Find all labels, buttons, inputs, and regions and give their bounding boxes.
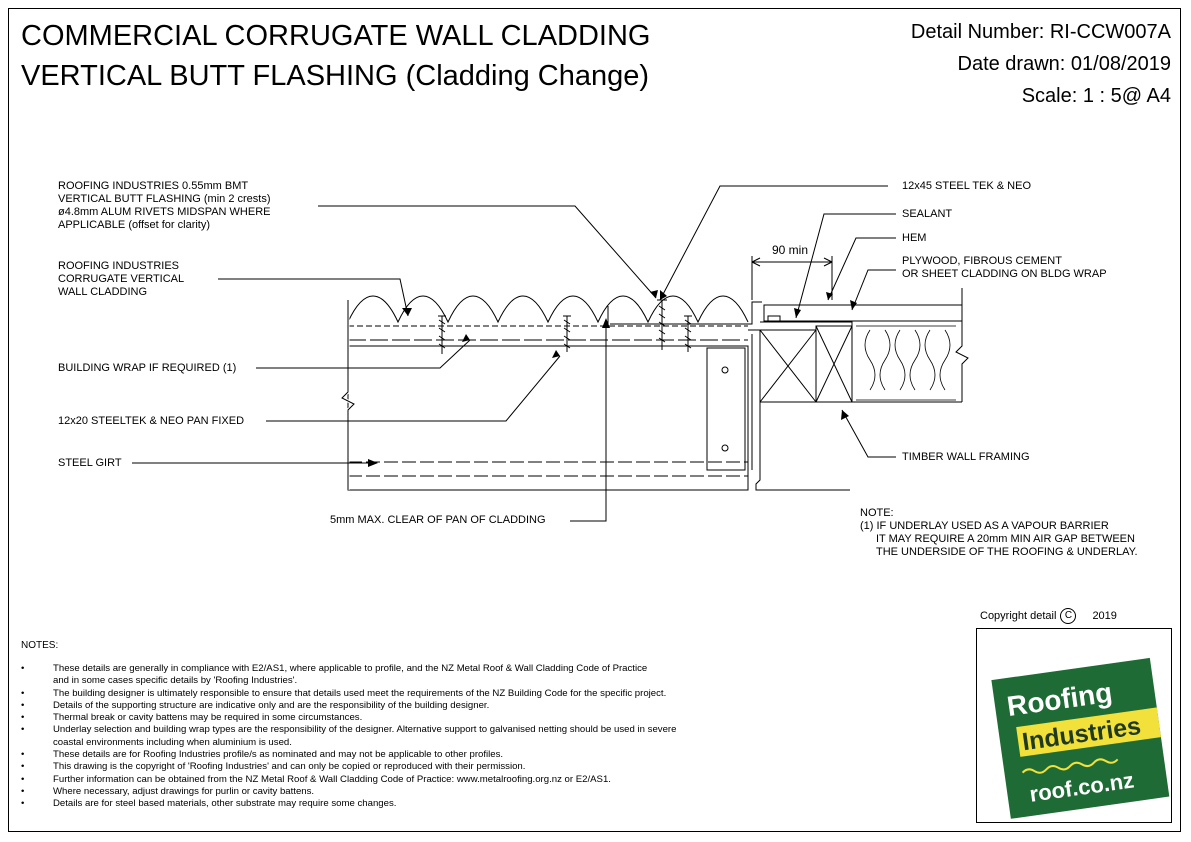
label-dimension: 90 min <box>772 243 809 257</box>
copyright: Copyright detail C 2019 <box>980 608 1117 624</box>
label-plywood: PLYWOOD, FIBROUS CEMENT OR SHEET CLADDIN… <box>902 255 1107 280</box>
note-item: •These details are generally in complian… <box>21 663 648 674</box>
logo-box: Roofing Industries roof.co.nz <box>976 628 1172 823</box>
note-item: and in some cases specific details by 'R… <box>21 675 676 687</box>
note-bullet <box>21 675 53 687</box>
side-note: NOTE: (1) IF UNDERLAY USED AS A VAPOUR B… <box>860 507 1138 558</box>
bracket-plate <box>706 347 746 471</box>
title-line-1: COMMERCIAL CORRUGATE WALL CLADDING <box>21 20 651 52</box>
dimension-90-min <box>751 256 833 300</box>
note-bullet: • <box>21 773 25 785</box>
note-bullet: • <box>21 798 25 810</box>
date-drawn: Date drawn: 01/08/2019 <box>957 53 1172 75</box>
title-line-2: VERTICAL BUTT FLASHING (Cladding Change) <box>21 60 650 92</box>
note-bullet: • <box>21 724 25 736</box>
label-clearance: 5mm MAX. CLEAR OF PAN OF CLADDING <box>330 514 546 526</box>
insulation <box>856 325 956 401</box>
note-item: coastal environments including when alum… <box>21 737 676 749</box>
note-item: •Details are for steel based materials, … <box>21 798 397 810</box>
label-steel-girt: STEEL GIRT <box>58 457 122 469</box>
note-item: •Underlay selection and building wrap ty… <box>21 724 677 736</box>
drawing-frame <box>8 8 1181 832</box>
pan-fixed-screws <box>438 299 692 354</box>
note-bullet <box>21 737 53 749</box>
notes-heading: NOTES: <box>21 640 59 651</box>
note-item: •This drawing is the copyright of 'Roofi… <box>21 761 526 773</box>
label-flashing: ROOFING INDUSTRIES 0.55mm BMT VERTICAL B… <box>58 180 271 231</box>
note-bullet: • <box>21 687 25 699</box>
label-building-wrap: BUILDING WRAP IF REQUIRED (1) <box>58 362 237 374</box>
roofing-industries-logo: Roofing Industries roof.co.nz <box>991 657 1170 819</box>
note-item: •Thermal break or cavity battens may be … <box>21 712 363 724</box>
copyright-icon: C <box>1060 608 1077 624</box>
detail-number: Detail Number: RI-CCW007A <box>910 21 1171 43</box>
label-hem: HEM <box>902 232 927 244</box>
label-steeltek-pan: 12x20 STEELTEK & NEO PAN FIXED <box>58 415 245 427</box>
label-cladding: ROOFING INDUSTRIES CORRUGATE VERTICAL WA… <box>58 260 185 298</box>
note-item: •The building designer is ultimately res… <box>21 687 667 699</box>
note-bullet: • <box>21 785 25 797</box>
note-item: •Further information can be obtained fro… <box>21 773 611 785</box>
note-bullet: • <box>21 761 25 773</box>
label-timber-framing: TIMBER WALL FRAMING <box>902 451 1030 463</box>
plywood-cladding <box>763 304 963 322</box>
butt-flashing <box>610 301 762 325</box>
note-item: •Details of the supporting structure are… <box>21 699 490 711</box>
note-bullet: • <box>21 712 25 724</box>
note-item: •Where necessary, adjust drawings for pu… <box>21 785 315 797</box>
note-bullet: • <box>21 699 25 711</box>
note-item: •These details are for Roofing Industrie… <box>21 749 504 761</box>
notes-list: •These details are generally in complian… <box>21 663 676 811</box>
note-bullet: • <box>21 663 25 674</box>
note-bullet: • <box>21 749 25 761</box>
label-sealant: SEALANT <box>902 208 953 220</box>
scale: Scale: 1 : 5@ A4 <box>1021 85 1171 107</box>
corrugate-cladding <box>347 295 749 324</box>
label-steel-tek: 12x45 STEEL TEK & NEO <box>902 180 1032 192</box>
